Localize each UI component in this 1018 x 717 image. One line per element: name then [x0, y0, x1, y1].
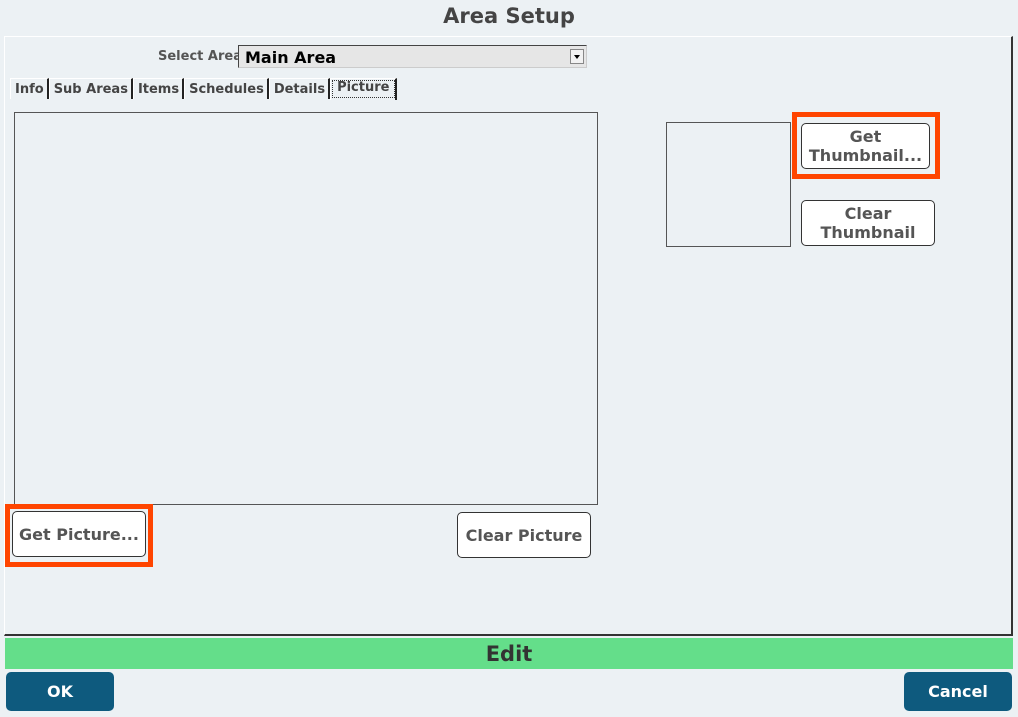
clear-picture-button[interactable]: Clear Picture [457, 512, 591, 558]
get-thumbnail-line2: Thumbnail... [808, 146, 923, 165]
window-title: Area Setup [443, 4, 575, 28]
ok-button[interactable]: OK [6, 672, 114, 711]
mode-status-bar: Edit [5, 638, 1013, 669]
get-picture-button[interactable]: Get Picture... [12, 511, 146, 557]
tab-sub-areas[interactable]: Sub Areas [48, 78, 133, 99]
clear-thumbnail-button[interactable]: Clear Thumbnail [801, 200, 935, 246]
tab-details[interactable]: Details [268, 78, 331, 99]
tab-items[interactable]: Items [132, 78, 185, 99]
get-thumbnail-line1: Get [849, 127, 882, 146]
picture-preview [14, 112, 598, 505]
get-thumbnail-button[interactable]: Get Thumbnail... [801, 123, 930, 169]
select-area-label: Select Area [158, 49, 242, 64]
get-thumbnail-highlight [792, 112, 940, 179]
cancel-button[interactable]: Cancel [904, 672, 1012, 711]
tab-picture[interactable]: Picture [330, 78, 398, 100]
thumbnail-preview [666, 122, 791, 247]
tab-bar: Info Sub Areas Items Schedules Details P… [10, 78, 398, 100]
get-picture-highlight [5, 504, 153, 567]
clear-thumbnail-line2: Thumbnail [820, 223, 916, 242]
tab-info[interactable]: Info [10, 78, 49, 99]
clear-thumbnail-line1: Clear [844, 204, 892, 223]
chevron-down-icon[interactable] [570, 49, 584, 64]
select-area-value: Main Area [245, 48, 337, 67]
select-area-dropdown[interactable]: Main Area [238, 45, 587, 68]
tab-schedules[interactable]: Schedules [184, 78, 269, 99]
main-panel [4, 36, 1013, 636]
